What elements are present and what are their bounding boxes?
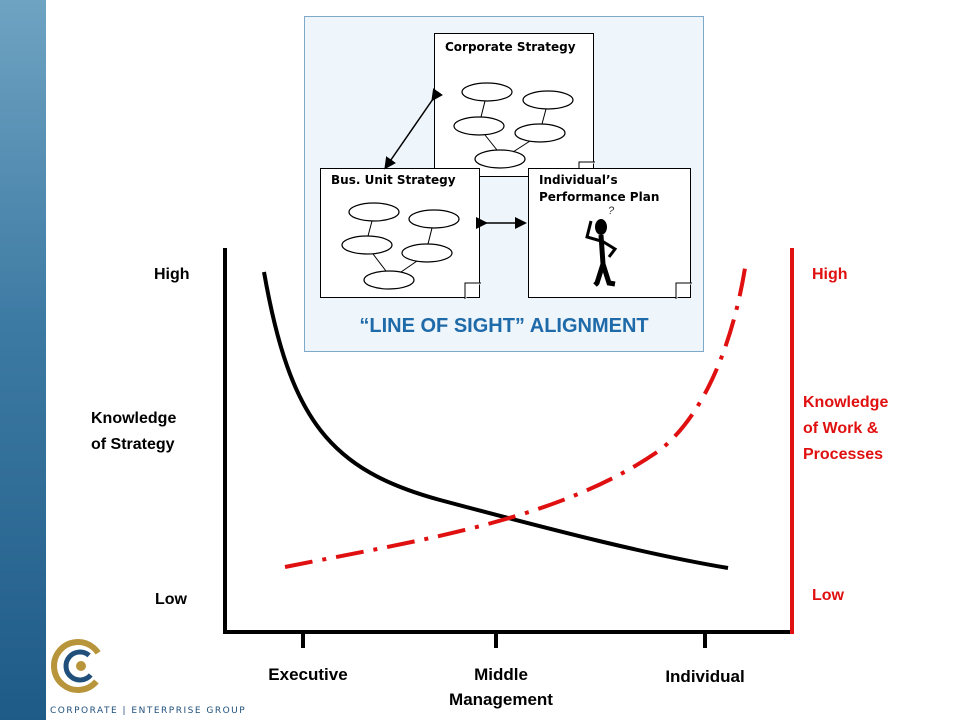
individual-plan-doc: Individual’s Performance Plan ? [528, 168, 692, 299]
left-high-label: High [154, 266, 190, 283]
right-axis-label-line3: Processes [803, 446, 884, 463]
logo-text: CORPORATE | ENTERPRISE GROUP [50, 706, 247, 716]
right-axis-label-line1: Knowledge [803, 394, 889, 411]
left-low-label: Low [155, 591, 187, 608]
x-label-middle-line2: Management [449, 690, 553, 709]
strategy-knowledge-curve [262, 271, 729, 570]
work-knowledge-curve [284, 267, 747, 569]
individual-plan-title-line2: Performance Plan [539, 190, 660, 204]
left-axis-label-line1: Knowledge [91, 410, 177, 427]
org-chart-icon [453, 82, 595, 178]
individual-plan-title-line1: Individual’s [539, 173, 618, 187]
bus-unit-strategy-title: Bus. Unit Strategy [331, 173, 456, 187]
left-axis-label-line2: of Strategy [91, 436, 175, 453]
corporate-strategy-title: Corporate Strategy [445, 40, 576, 54]
bus-unit-strategy-doc: Bus. Unit Strategy [320, 168, 481, 299]
page-fold [675, 282, 692, 299]
line-of-sight-title: “LINE OF SIGHT” ALIGNMENT [359, 315, 649, 337]
right-low-label: Low [812, 587, 844, 604]
logo-mark-icon [51, 639, 105, 693]
org-chart-icon [341, 202, 481, 299]
company-logo: CORPORATE | ENTERPRISE GROUP [50, 636, 245, 720]
x-label-middle-line1: Middle [474, 665, 528, 684]
thinking-person-icon [585, 219, 618, 287]
corporate-strategy-doc: Corporate Strategy [434, 33, 595, 178]
question-mark: ? [608, 205, 615, 217]
right-axis-label-line2: of Work & [803, 420, 879, 437]
corporate-bus-arrow [384, 88, 444, 170]
right-high-label: High [812, 266, 848, 283]
x-label-executive: Executive [268, 665, 348, 684]
alignment-arrows [384, 88, 527, 229]
line-of-sight-panel: Corporate Strategy Bus. Unit Strategy [304, 16, 704, 352]
x-label-individual: Individual [665, 667, 745, 686]
sidebar-gradient-bar [0, 0, 46, 720]
